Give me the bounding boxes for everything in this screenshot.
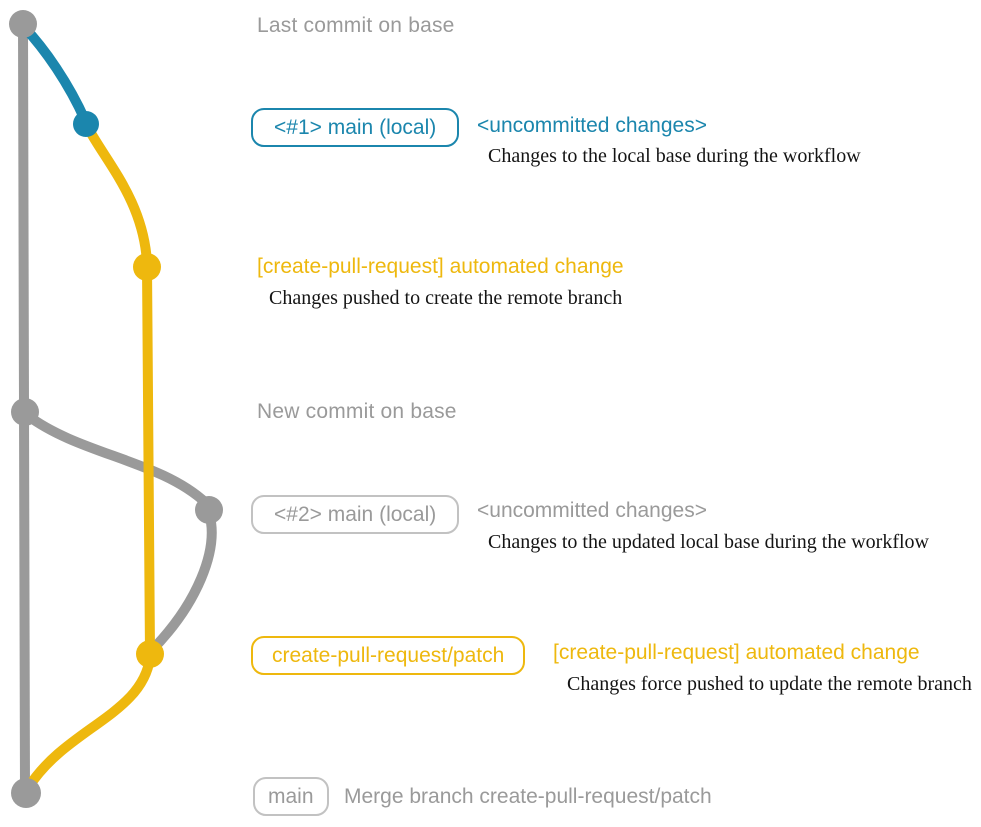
patch-merge-curve [23, 653, 155, 793]
section-header-last-commit-on-base: Last commit on base [257, 14, 455, 37]
status-uncommitted-changes-1: <uncommitted changes> [477, 114, 707, 137]
branch-label-main: main [253, 777, 329, 816]
commit-node-local-main-2 [195, 496, 223, 524]
commit-message-automated-change-1: [create-pull-request] automated change [257, 255, 624, 278]
branch-label-create-pull-request-patch: create-pull-request/patch [251, 636, 526, 675]
patch-branch-line [142, 262, 155, 659]
commit-message-automated-change-2: [create-pull-request] automated change [553, 641, 920, 664]
note-local-base-changes: Changes to the local base during the wor… [488, 145, 861, 167]
commit-node-patch-2 [136, 640, 164, 668]
commit-node-merge [11, 778, 41, 808]
status-uncommitted-changes-2: <uncommitted changes> [477, 499, 707, 522]
branch-label-main-local-1: <#1> main (local) [251, 108, 460, 147]
note-changes-force-pushed: Changes force pushed to update the remot… [567, 673, 972, 695]
commit-node-patch-1 [133, 253, 161, 281]
note-changes-pushed: Changes pushed to create the remote bran… [269, 287, 623, 309]
base-to-local-main-2-curve [22, 410, 211, 508]
commit-graph [9, 10, 223, 808]
patch-branch-curve [82, 121, 152, 267]
commit-node-local-main-1 [73, 111, 99, 137]
branch-label-main-local-2: <#2> main (local) [251, 495, 460, 534]
section-header-new-commit-on-base: New commit on base [257, 400, 457, 423]
local-main-2-to-patch-curve [147, 508, 217, 655]
commit-node-new-base [11, 398, 39, 426]
commit-message-merge-branch: Merge branch create-pull-request/patch [344, 785, 712, 808]
commit-node-last-base [9, 10, 37, 38]
local-main-1-curve [19, 22, 90, 125]
note-updated-local-base-changes: Changes to the updated local base during… [488, 531, 929, 553]
